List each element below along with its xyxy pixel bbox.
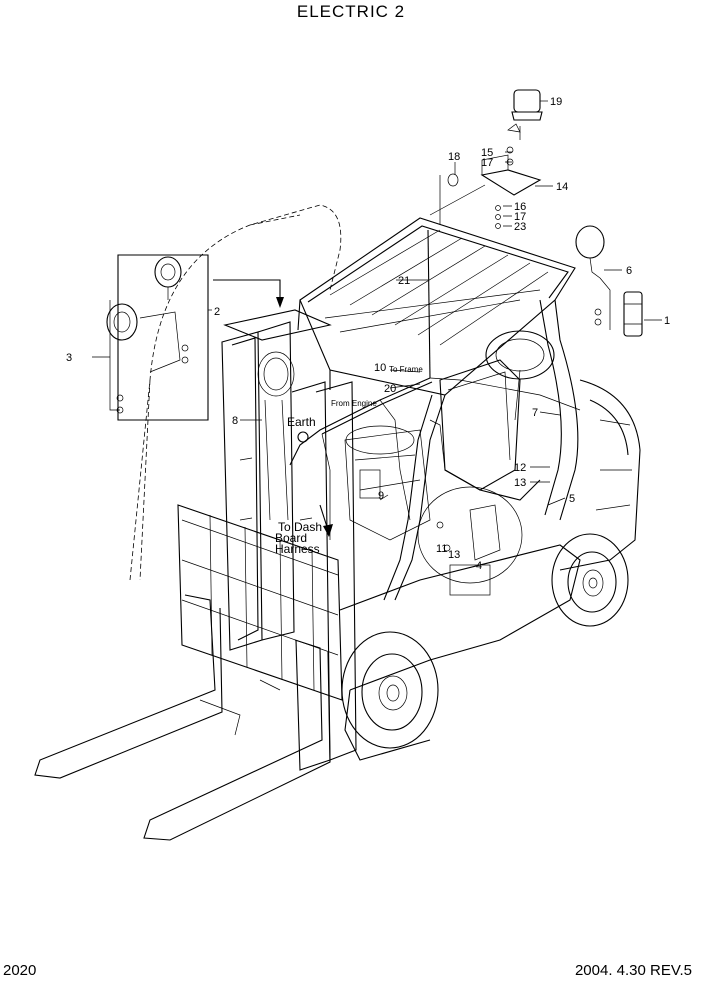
callout-10: 10 bbox=[374, 362, 386, 374]
callout-17-lower: 17 bbox=[514, 211, 526, 223]
callout-15: 15 bbox=[481, 147, 493, 159]
callout-23: 23 bbox=[514, 221, 526, 233]
ghost-outline bbox=[129, 204, 342, 581]
callout-17-upper: 17 bbox=[481, 157, 493, 169]
truck-body bbox=[339, 379, 641, 761]
callout-8: 8 bbox=[232, 415, 238, 427]
callout-21: 21 bbox=[398, 275, 410, 287]
wire-harness bbox=[289, 229, 581, 540]
callout-19: 19 bbox=[550, 96, 562, 108]
front-wheel bbox=[341, 631, 439, 749]
callout-20: 20 bbox=[384, 383, 396, 395]
callout-6: 6 bbox=[626, 265, 632, 277]
callout-16: 16 bbox=[514, 201, 526, 213]
page-title: ELECTRIC 2 bbox=[296, 2, 406, 21]
mast bbox=[221, 309, 357, 771]
harness-annotations: To Frame From Engine Earth To Dash Board… bbox=[275, 365, 423, 556]
callout-14: 14 bbox=[556, 181, 568, 193]
callout-12: 12 bbox=[514, 462, 526, 474]
to-dash-label-line1: To Dash bbox=[278, 520, 322, 534]
callout-13-upper: 13 bbox=[514, 477, 526, 489]
work-lamp-assembly bbox=[92, 254, 212, 421]
to-dash-label-line2: Board bbox=[275, 531, 307, 545]
callout-2: 2 bbox=[214, 306, 220, 318]
carriage-and-forks bbox=[34, 504, 343, 841]
page-number: 2020 bbox=[3, 962, 37, 979]
to-dash-label-line3: Harness bbox=[275, 542, 320, 556]
from-engine-label: From Engine bbox=[331, 399, 377, 408]
callout-4: 4 bbox=[476, 560, 482, 572]
operator-seat bbox=[429, 359, 541, 501]
rear-wheel bbox=[551, 533, 629, 627]
callout-18: 18 bbox=[448, 151, 460, 163]
callout-7: 7 bbox=[532, 407, 538, 419]
beacon-assembly bbox=[429, 89, 543, 229]
callout-13-lower: 13 bbox=[448, 549, 460, 561]
earth-label: Earth bbox=[287, 415, 316, 429]
steering-wheel bbox=[485, 330, 555, 421]
callout-5: 5 bbox=[569, 493, 575, 505]
rear-lamp-assembly bbox=[575, 225, 643, 337]
leader-lines bbox=[240, 100, 662, 506]
to-frame-label: To Frame bbox=[389, 365, 423, 374]
callout-1: 1 bbox=[664, 315, 670, 327]
callout-3: 3 bbox=[66, 352, 72, 364]
harness-arrows bbox=[213, 279, 333, 537]
horn-assembly bbox=[417, 486, 523, 584]
callout-9: 9 bbox=[378, 490, 384, 502]
callout-11: 11 bbox=[436, 543, 447, 555]
engine-area bbox=[344, 425, 431, 541]
callout-labels: 1 2 3 4 5 6 7 8 9 10 11 12 13 13 14 15 1… bbox=[66, 96, 670, 572]
revision-stamp: 2004. 4.30 REV.5 bbox=[574, 962, 692, 979]
